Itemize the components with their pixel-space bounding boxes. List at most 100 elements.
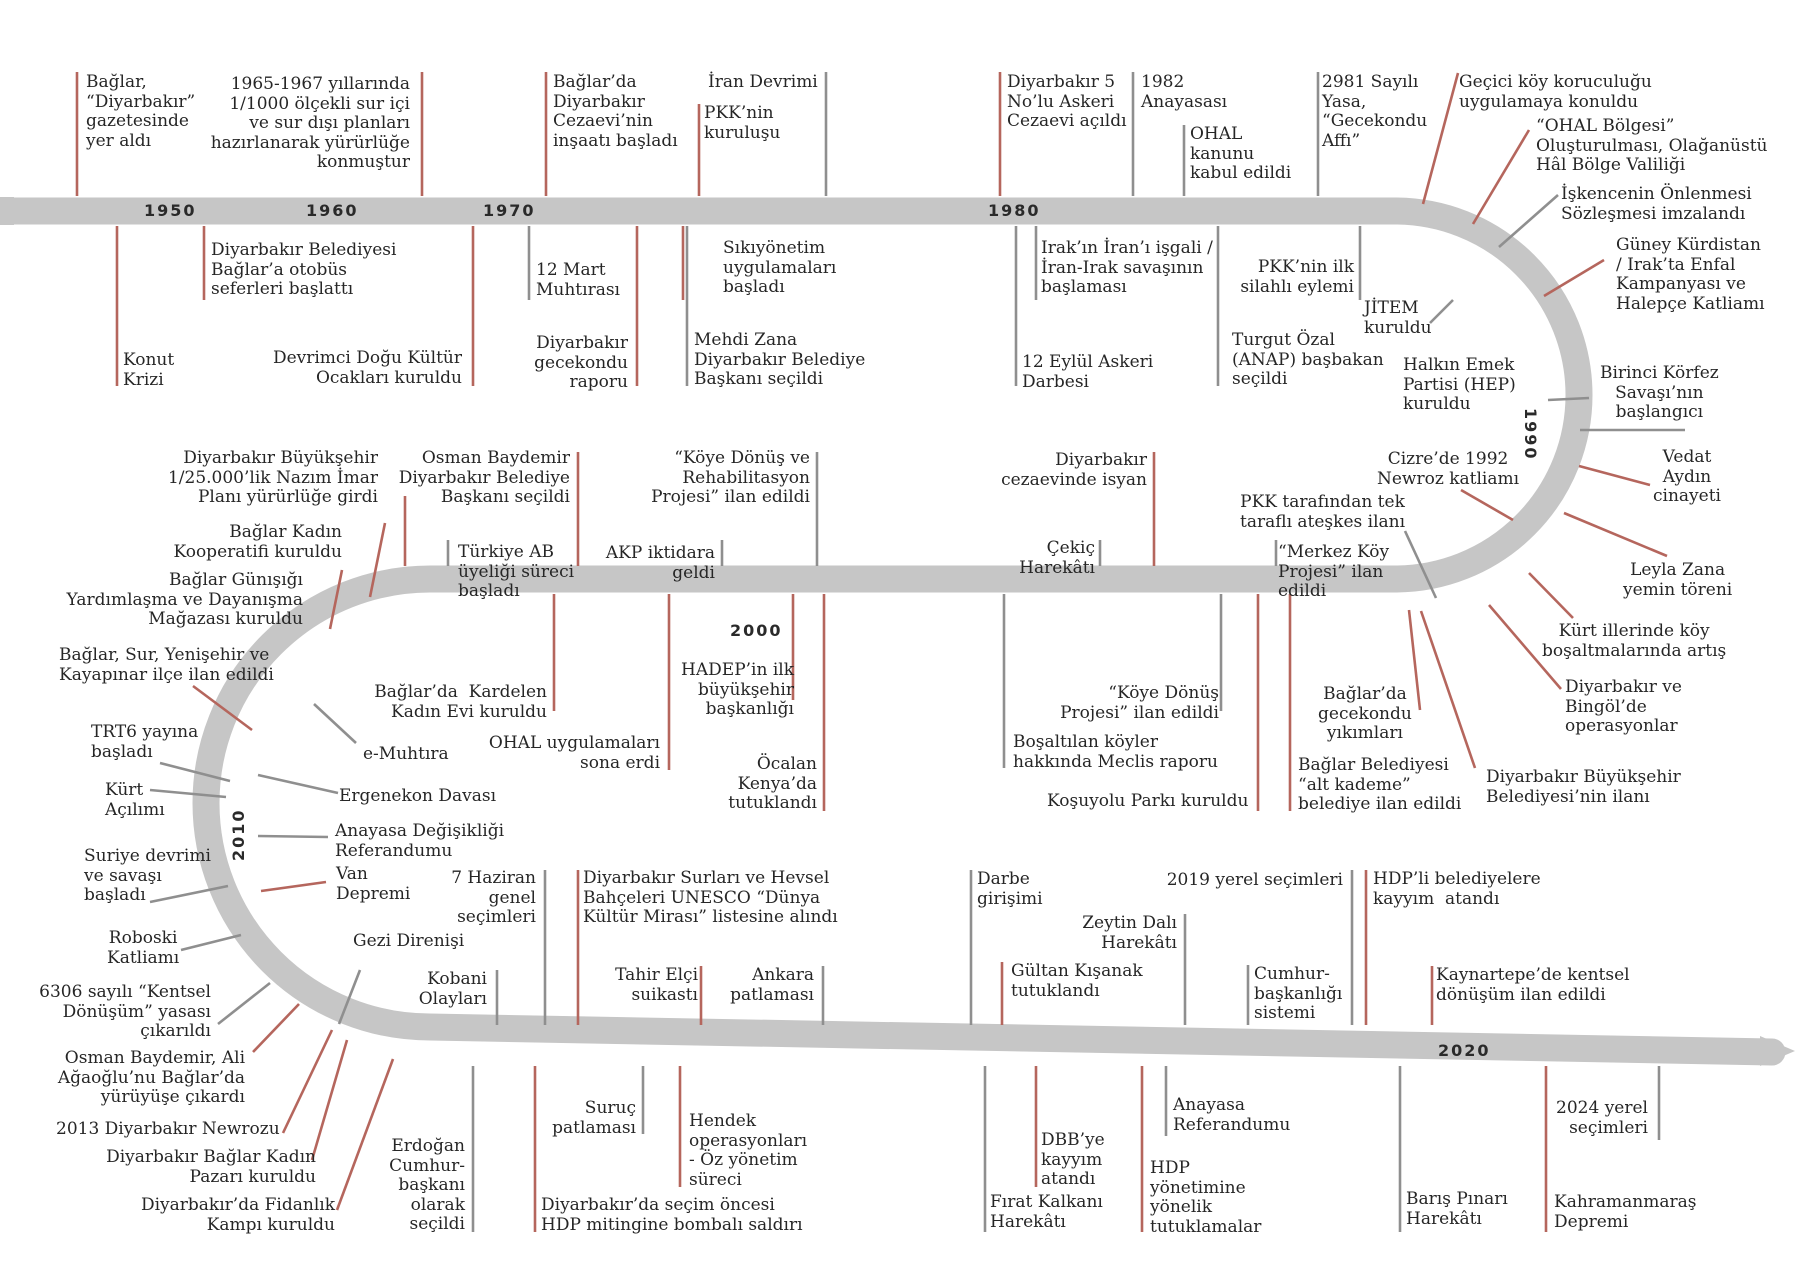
event-label: Suruç patlaması — [552, 1098, 636, 1138]
event-label: Hendek operasyonları - Öz yönetim süreci — [689, 1111, 808, 1190]
event-label: “Merkez Köy Projesi” ilan edildi — [1278, 542, 1390, 601]
event-label: Bağlar Günışığı Yardımlaşma ve Dayanışma… — [66, 570, 304, 629]
year-1980: 1980 — [988, 201, 1041, 220]
event-label: Tahir Elçi suikastı — [615, 965, 698, 1005]
event-label: “Köye Dönüş ve Rehabilitasyon Projesi” i… — [651, 448, 810, 507]
event-label: PKK tarafından tek taraflı ateşkes ilanı — [1240, 492, 1406, 532]
connector-line — [1547, 396, 1590, 402]
connector-line — [180, 933, 242, 952]
event-label: 6306 sayılı “Kentsel Dönüşüm” yasası çık… — [39, 982, 211, 1041]
connector-line — [1403, 530, 1438, 599]
event-label: Boşaltılan köyler hakkında Meclis raporu — [1013, 732, 1218, 772]
event-label: “OHAL Bölgesi” Oluşturulması, Olağanüstü… — [1536, 116, 1768, 175]
connector-line — [328, 569, 344, 630]
event-label: Çekiç Harekâtı — [1019, 538, 1095, 578]
event-label: PKK’nin kuruluşu — [704, 103, 781, 143]
connector-line — [1407, 609, 1422, 711]
event-label: Konut Krizi — [123, 350, 175, 390]
event-label: Geçici köy koruculuğu uygulamaya konuldu — [1459, 72, 1652, 112]
event-label: İran Devrimi — [708, 72, 818, 92]
event-label: DBB’ye kayyım atandı — [1041, 1130, 1105, 1189]
connector-line — [257, 773, 339, 795]
event-label: Kahramanmaraş Depremi — [1554, 1192, 1697, 1232]
connector-line — [313, 703, 357, 744]
connector-line — [1488, 604, 1562, 690]
event-label: Türkiye AB üyeliği süreci başladı — [458, 542, 575, 601]
connector-line — [149, 884, 229, 904]
connector-line — [1578, 464, 1651, 487]
event-label: PKK’nin ilk silahlı eylemi — [1240, 257, 1354, 297]
event-label: Diyarbakır Belediyesi Bağlar’a otobüs se… — [211, 240, 397, 299]
event-label: Ankara patlaması — [730, 965, 814, 1005]
connector-line — [159, 761, 231, 783]
event-label: Diyarbakır Büyükşehir 1/25.000’lik Nazım… — [167, 448, 378, 507]
year-1990: 1990 — [1521, 408, 1540, 461]
event-label: Zeytin Dalı Harekâtı — [1082, 913, 1177, 953]
connector-line — [149, 788, 227, 799]
road-start-cap — [0, 197, 14, 225]
event-label: Halkın Emek Partisi (HEP) kuruldu — [1403, 355, 1516, 414]
event-label: Kobani Olayları — [418, 969, 487, 1009]
event-label: Diyarbakır cezaevinde isyan — [1001, 450, 1147, 490]
event-label: Güney Kürdistan / Irak’ta Enfal Kampanya… — [1616, 235, 1765, 314]
event-label: Vedat Aydın cinayeti — [1653, 447, 1721, 506]
connector-line — [192, 684, 253, 732]
year-1970: 1970 — [483, 201, 536, 220]
event-label: 2981 Sayılı Yasa, “Gecekondu Affı” — [1322, 72, 1428, 151]
event-label: Diyarbakır’da seçim öncesi HDP mitingine… — [541, 1195, 803, 1235]
event-label: JİTEM kuruldu — [1364, 298, 1432, 338]
event-label: 2019 yerel seçimleri — [1166, 870, 1343, 890]
event-label: Erdoğan Cumhur- başkanı olarak seçildi — [389, 1136, 465, 1234]
event-label: Diyarbakır Bağlar Kadın Pazarı kuruldu — [106, 1147, 316, 1187]
event-label: Bağlar Belediyesi “alt kademe” belediye … — [1298, 755, 1462, 814]
event-label: e-Muhtıra — [363, 744, 449, 764]
event-label: Osman Baydemir Diyarbakır Belediye Başka… — [398, 448, 570, 507]
connector-line — [1528, 572, 1574, 619]
event-label: Bağlar, “Diyarbakır” gazetesinde yer ald… — [86, 72, 196, 151]
connector-line — [217, 981, 271, 1026]
connector-line — [1498, 194, 1559, 248]
event-label: Roboski Katliamı — [107, 928, 180, 968]
event-label: “Köye Dönüş Projesi” ilan edildi — [1060, 683, 1219, 723]
event-label: Bağlar’da Kardelen Kadın Evi kuruldu — [374, 682, 547, 722]
year-2020: 2020 — [1438, 1041, 1491, 1060]
event-label: Bağlar, Sur, Yenişehir ve Kayapınar ilçe… — [59, 645, 274, 685]
connector-line — [1429, 299, 1454, 324]
event-label: OHAL uygulamaları sona erdi — [488, 733, 660, 773]
connector-line — [257, 834, 329, 839]
event-label: Kürt Açılımı — [105, 780, 165, 820]
event-label: Van Depremi — [336, 864, 411, 904]
event-label: HDP yönetimine yönelik tutuklamalar — [1150, 1158, 1262, 1237]
event-label: Koşuyolu Parkı kuruldu — [1047, 791, 1249, 811]
connector-line — [1460, 488, 1514, 522]
event-label: 2024 yerel seçimleri — [1556, 1098, 1648, 1138]
event-label: Anayasa Değişikliği Referandumu — [335, 821, 505, 861]
event-label: Irak’ın İran’ı işgali / İran-Irak savaşı… — [1041, 238, 1213, 297]
event-label: Diyarbakır Surları ve Hevsel Bahçeleri U… — [583, 868, 838, 927]
event-label: Diyarbakır ve Bingöl’de operasyonlar — [1565, 677, 1682, 736]
connector-line — [1563, 511, 1668, 558]
road-end-cap — [1760, 1036, 1795, 1066]
event-label: Kürt illerinde köy boşaltmalarında artış — [1542, 621, 1727, 661]
event-label: Diyarbakır’da Fidanlık Kampı kuruldu — [140, 1195, 335, 1235]
event-label: Diyarbakır 5 No’lu Askeri Cezaevi açıldı — [1007, 72, 1127, 131]
event-connector-lines — [75, 72, 1685, 1232]
event-label: Anayasa Referandumu — [1173, 1095, 1291, 1135]
event-label: HDP’li belediyelere kayyım atandı — [1373, 869, 1541, 909]
event-label: Diyarbakır gecekondu raporu — [534, 333, 628, 392]
event-label: Cumhur- başkanlığı sistemi — [1254, 964, 1343, 1023]
event-label: Fırat Kalkanı Harekâtı — [990, 1192, 1103, 1232]
connector-line — [310, 1039, 349, 1161]
event-label: OHAL kanunu kabul edildi — [1190, 124, 1292, 183]
year-2010: 2010 — [229, 808, 248, 861]
connector-line — [1543, 258, 1605, 298]
event-label: Bağlar’da gecekondu yıkımları — [1318, 684, 1412, 743]
event-label: 12 Mart Muhtırası — [536, 260, 620, 300]
event-label: Gezi Direnişi — [353, 931, 465, 951]
connector-line — [1471, 129, 1531, 225]
event-label: 12 Eylül Askeri Darbesi — [1022, 352, 1154, 392]
connector-line — [252, 1003, 300, 1053]
connector-line — [1419, 610, 1477, 769]
